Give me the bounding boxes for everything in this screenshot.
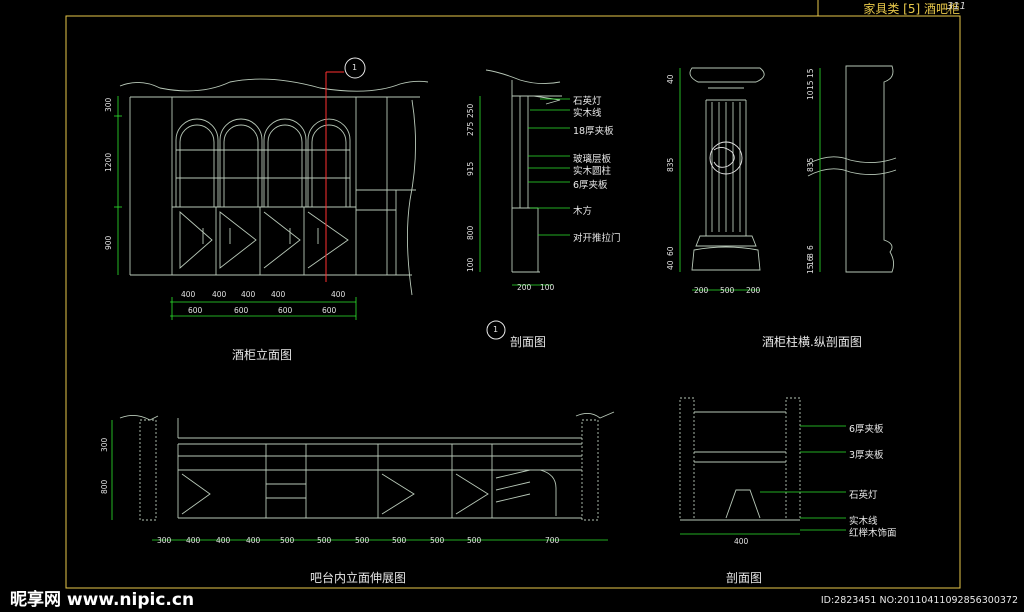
s2-note-1: 3厚夹板 xyxy=(849,450,884,461)
sheet-frame xyxy=(65,0,961,589)
s1-dim-l-3: 800 xyxy=(466,225,475,240)
s1-note-0: 石英灯 xyxy=(573,96,602,107)
s1-note-3: 玻璃层板 xyxy=(573,154,612,165)
sheet-number: 311 xyxy=(946,1,966,12)
bar-dim-b-7: 500 xyxy=(392,536,407,545)
col-dim-b-1: 500 xyxy=(720,286,735,295)
watermark-site: 昵享网 www.nipic.cn xyxy=(10,590,195,610)
s1-dim-b-1: 100 xyxy=(540,283,555,292)
bar-dimension-lines xyxy=(111,420,608,541)
bar-dim-b-10: 700 xyxy=(545,536,560,545)
bar-dim-b-0: 300 xyxy=(157,536,172,545)
elev-dim-l-2: 900 xyxy=(104,235,113,250)
col-dim-r-0: 15 xyxy=(806,68,815,78)
col-dim-r-2: 10 xyxy=(806,90,815,100)
section-1-title: 剖面图 xyxy=(510,335,547,349)
s1-dim-l-0: 250 xyxy=(466,103,475,118)
bar-dim-b-3: 400 xyxy=(246,536,261,545)
section-1-marker xyxy=(486,320,506,340)
col-dim-l-1: 835 xyxy=(666,157,675,172)
column-title: 酒柜柱横.纵剖面图 xyxy=(762,335,862,349)
col-dim-l-2: 60 xyxy=(666,246,675,256)
elev-dim-b2-1: 600 xyxy=(234,306,249,315)
elev-cut-marker: 1 xyxy=(352,63,358,72)
section-2-title: 剖面图 xyxy=(726,571,763,585)
bar-counter-elevation xyxy=(119,411,615,521)
elevation-dimension-lines xyxy=(114,96,357,320)
elev-dim-l-0: 300 xyxy=(104,97,113,112)
elev-dim-b1-1: 400 xyxy=(212,290,227,299)
s1-note-6: 木方 xyxy=(573,206,593,217)
bar-dim-b-8: 500 xyxy=(430,536,445,545)
wine-cabinet-elevation xyxy=(119,78,429,296)
s1-dim-l-4: 100 xyxy=(466,257,475,272)
bar-dim-b-9: 500 xyxy=(467,536,482,545)
bar-elevation-title: 吧台内立面伸展图 xyxy=(310,571,407,585)
elev-dim-b2-2: 600 xyxy=(278,306,293,315)
s1-dim-l-2: 915 xyxy=(466,161,475,176)
s1-note-4: 实木圆柱 xyxy=(573,166,612,177)
elev-dim-b2-0: 600 xyxy=(188,306,203,315)
column-side-view xyxy=(807,65,897,273)
bar-dim-l-0: 300 xyxy=(100,437,109,452)
bar-dim-l-1: 800 xyxy=(100,479,109,494)
bar-dim-b-1: 400 xyxy=(186,536,201,545)
s2-note-0: 6厚夹板 xyxy=(849,424,884,435)
section-2-leaders xyxy=(680,425,846,535)
bar-dim-b-5: 500 xyxy=(317,536,332,545)
bar-dim-b-4: 500 xyxy=(280,536,295,545)
sheet-title: 家具类 [5] 酒吧柜 xyxy=(863,2,960,16)
col-dim-l-0: 40 xyxy=(666,74,675,84)
column-dimension-lines xyxy=(679,68,821,291)
s1-note-5: 6厚夹板 xyxy=(573,180,608,191)
col-dim-l-3: 40 xyxy=(666,260,675,270)
s2-note-3: 实木线 xyxy=(849,516,878,527)
col-dim-r-3: 835 xyxy=(806,157,815,172)
bar-dim-b-2: 400 xyxy=(216,536,231,545)
col-dim-r-1: 15 xyxy=(806,80,815,90)
col-dim-r-7: 15 xyxy=(806,264,815,274)
watermark-id: ID:2823451 NO:20110411092856300372 xyxy=(820,595,1018,606)
elevation-title: 酒柜立面图 xyxy=(232,348,293,362)
col-dim-r-4: 6 xyxy=(806,245,815,250)
s2-dim-b-0: 400 xyxy=(734,537,749,546)
elev-dim-b1-4: 400 xyxy=(331,290,346,299)
section-1-marker-label: 1 xyxy=(493,325,499,334)
s1-note-1: 实木线 xyxy=(573,108,602,119)
col-dim-b-2: 200 xyxy=(746,286,761,295)
elev-dim-b1-0: 400 xyxy=(181,290,196,299)
elev-dim-b2-3: 600 xyxy=(322,306,337,315)
col-dim-b-0: 200 xyxy=(694,286,709,295)
bar-dim-b-6: 500 xyxy=(355,536,370,545)
s2-note-2: 石英灯 xyxy=(849,490,878,501)
elev-dim-b1-2: 400 xyxy=(241,290,256,299)
elev-dim-l-1: 1200 xyxy=(104,152,113,172)
section-1-leaders xyxy=(479,96,570,286)
s2-note-4: 红榉木饰面 xyxy=(849,528,897,539)
s1-dim-b-0: 200 xyxy=(517,283,532,292)
column-front-view xyxy=(689,67,765,271)
s1-dim-l-1: 275 xyxy=(466,121,475,136)
elevation-section-cut xyxy=(325,57,366,282)
section-1-drawing xyxy=(485,69,562,273)
section-2-drawing xyxy=(679,397,801,521)
s1-note-2: 18厚夹板 xyxy=(573,126,614,137)
elev-dim-b1-3: 400 xyxy=(271,290,286,299)
s1-note-7: 对开推拉门 xyxy=(573,233,621,244)
